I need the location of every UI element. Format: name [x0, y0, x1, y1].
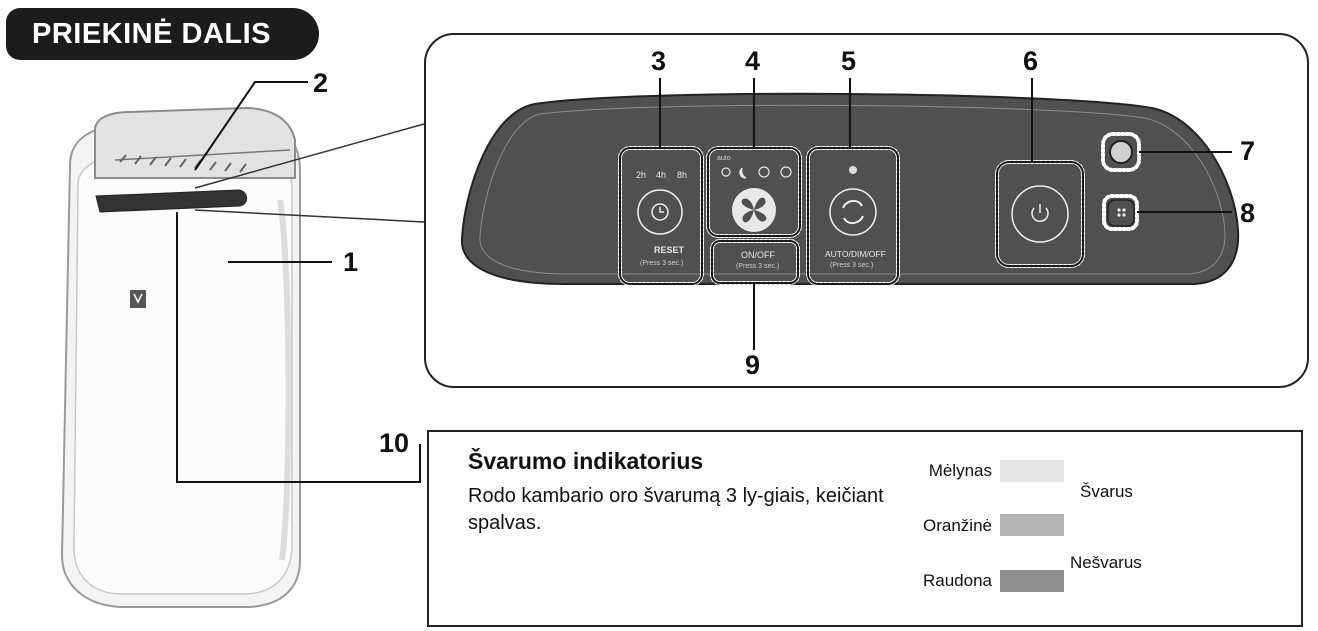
onoff-hint: (Press 3 sec.)	[736, 263, 780, 270]
timer-4h-label: 4h	[656, 170, 667, 180]
clean-label: Švarus	[1080, 482, 1133, 501]
level-red-swatch	[1000, 570, 1064, 592]
auto-dim-off-label: AUTO/DIM/OFF	[825, 249, 886, 259]
level-orange-swatch	[1000, 514, 1064, 536]
indicator-info-box	[427, 430, 1303, 627]
dirty-label: Nešvarus	[1070, 553, 1142, 572]
reset-label: RESET	[654, 245, 685, 255]
level-blue-swatch	[1000, 460, 1064, 482]
level-red-label: Raudona	[922, 571, 992, 590]
callout-3: 3	[651, 46, 667, 76]
panel-zoom-frame	[424, 33, 1309, 388]
air-purifier-device	[60, 106, 301, 608]
callout-8: 8	[1240, 198, 1256, 228]
callout-10: 10	[379, 428, 410, 458]
auto-mode-label: auto	[717, 155, 731, 162]
callout-4: 4	[745, 46, 761, 76]
callout-2: 2	[313, 68, 329, 98]
indicator-description: Rodo kambario oro švarumą 3 ly-giais, ke…	[468, 485, 884, 534]
callout-5: 5	[841, 46, 857, 76]
section-title: PRIEKINĖ DALIS	[32, 18, 272, 50]
callout-1: 1	[343, 247, 359, 277]
timer-2h-label: 2h	[636, 170, 647, 180]
level-orange-label: Oranžinė	[923, 516, 992, 535]
callout-7: 7	[1240, 136, 1256, 166]
reset-hint: (Press 3 sec.)	[640, 260, 684, 267]
callout-9: 9	[745, 350, 761, 380]
timer-8h-label: 8h	[677, 170, 688, 180]
level-blue-label: Mėlynas	[928, 461, 992, 480]
indicator-title: Švarumo indikatorius	[468, 448, 704, 474]
auto-dim-off-hint: (Press 3 sec.)	[830, 262, 874, 269]
section-title-badge: PRIEKINĖ DALIS	[6, 8, 319, 60]
onoff-label: ON/OFF	[741, 250, 775, 260]
callout-6: 6	[1023, 46, 1039, 76]
